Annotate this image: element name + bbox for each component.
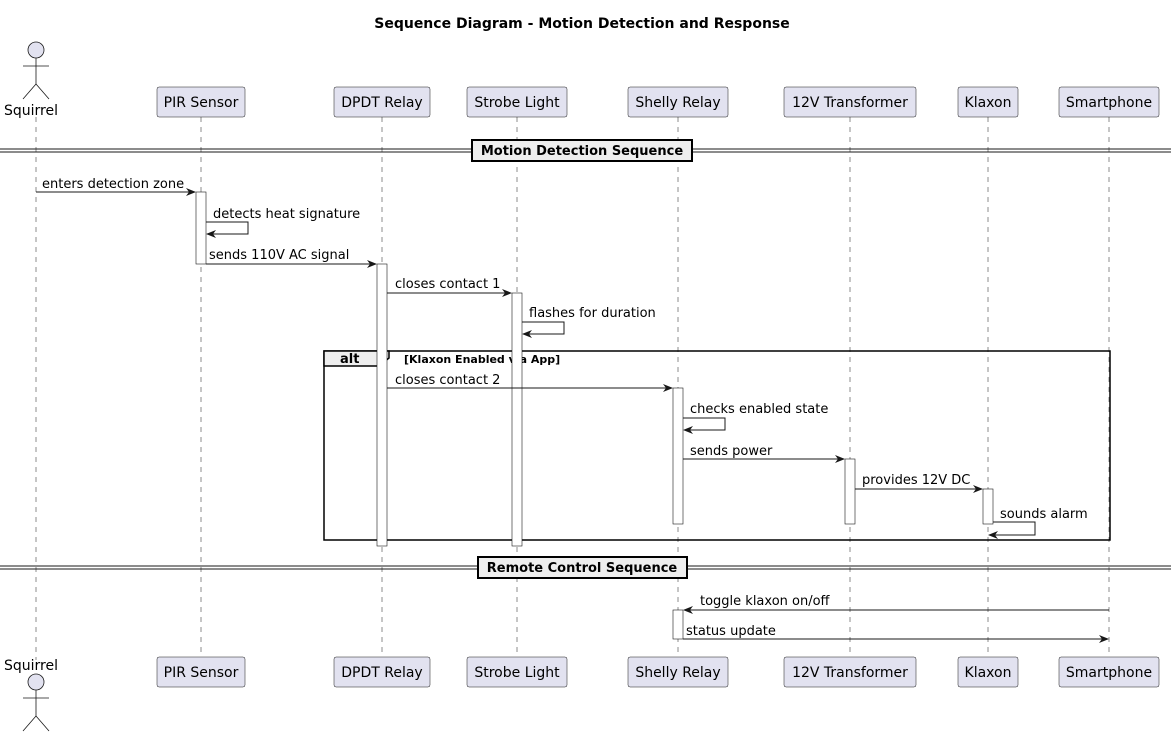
message-label: provides 12V DC (862, 473, 970, 488)
participant-label: 12V Transformer (792, 95, 908, 111)
participant-box-klaxon (957, 656, 1019, 688)
participant-label: 12V Transformer (792, 665, 908, 681)
alt-condition: [Klaxon Enabled via App] (404, 353, 560, 366)
message-label: checks enabled state (690, 402, 828, 417)
divider-label-box (471, 139, 693, 162)
message-label: status update (686, 624, 776, 639)
participants-bottom: Squirrel PIR Sensor DPDT Relay Strobe Li… (4, 656, 1160, 732)
message-labels: enters detection zone detects heat signa… (42, 177, 1088, 639)
message-label: toggle klaxon on/off (700, 594, 831, 609)
alt-fragment-frame (323, 350, 1111, 541)
activation-bar (376, 263, 388, 547)
participant-box-strobe (466, 86, 568, 118)
actor-head-icon (27, 41, 45, 59)
activation-bar (672, 609, 684, 640)
message-label: closes contact 1 (395, 277, 500, 292)
participant-box-pir (156, 656, 246, 688)
section-label: Remote Control Sequence (487, 561, 678, 576)
message-arrow-self (522, 321, 565, 338)
actor-leg-right (35, 715, 50, 732)
diagram-title: Sequence Diagram - Motion Detection and … (374, 16, 790, 32)
message-label: sends 110V AC signal (209, 248, 349, 263)
message-label: sounds alarm (1000, 507, 1088, 522)
participant-box-smartphone (1058, 86, 1160, 118)
participant-label: Strobe Light (474, 665, 560, 681)
participant-label: Squirrel (4, 658, 58, 674)
actor-head-icon (27, 673, 45, 691)
participant-label: Klaxon (965, 95, 1012, 111)
section-label: Motion Detection Sequence (481, 144, 683, 159)
activation-bar (982, 488, 994, 525)
activation-bars (195, 191, 994, 640)
message-arrow-self (683, 417, 726, 434)
participant-box-smartphone (1058, 656, 1160, 688)
divider-label-box (477, 556, 688, 579)
actor-squirrel-top (22, 41, 50, 100)
participant-label: Shelly Relay (635, 95, 720, 111)
activation-bar (844, 458, 856, 525)
participant-box-strobe (466, 656, 568, 688)
participant-label: DPDT Relay (341, 665, 422, 681)
participant-box-transformer (783, 86, 917, 118)
participant-box-dpdt (333, 656, 431, 688)
section-divider-remote: Remote Control Sequence (0, 556, 1171, 579)
participant-label: Klaxon (965, 665, 1012, 681)
participant-label: Strobe Light (474, 95, 560, 111)
participant-box-pir (156, 86, 246, 118)
message-label: flashes for duration (529, 306, 656, 321)
activation-bar (195, 191, 207, 265)
participant-label: PIR Sensor (164, 95, 239, 111)
messages (36, 188, 1109, 643)
message-label: detects heat signature (213, 207, 360, 222)
message-label: sends power (690, 444, 773, 459)
actor-leg-left (22, 83, 37, 100)
participant-box-dpdt (333, 86, 431, 118)
activation-bar (672, 387, 684, 525)
actor-squirrel-bottom (22, 673, 50, 732)
alt-keyword: alt (340, 352, 359, 367)
participant-box-shelly (627, 86, 729, 118)
participants-top: Squirrel PIR Sensor DPDT Relay Strobe Li… (4, 41, 1160, 119)
message-label: enters detection zone (42, 177, 184, 192)
participant-label: Smartphone (1066, 95, 1152, 111)
participant-box-shelly (627, 656, 729, 688)
participant-box-transformer (783, 656, 917, 688)
participant-label: Squirrel (4, 103, 58, 119)
actor-leg-right (35, 83, 50, 100)
message-label: closes contact 2 (395, 373, 500, 388)
message-arrow-self (206, 221, 249, 238)
section-divider-motion: Motion Detection Sequence (0, 139, 1171, 162)
participant-label: Smartphone (1066, 665, 1152, 681)
participant-box-klaxon (957, 86, 1019, 118)
actor-leg-left (22, 715, 37, 732)
participant-label: DPDT Relay (341, 95, 422, 111)
activation-bar (511, 292, 523, 547)
participant-label: PIR Sensor (164, 665, 239, 681)
message-arrow-self (988, 521, 1036, 539)
participant-label: Shelly Relay (635, 665, 720, 681)
